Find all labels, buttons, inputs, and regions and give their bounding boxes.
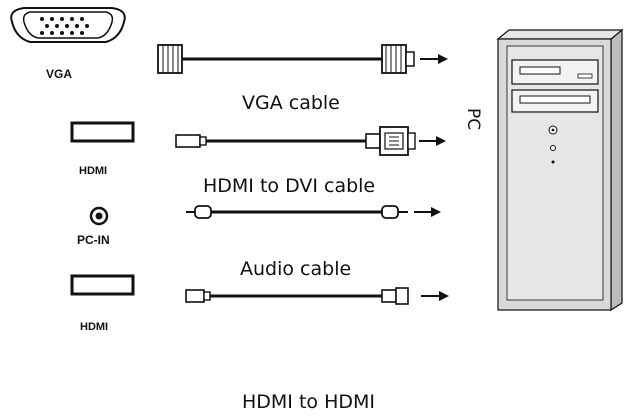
pc-tower-icon [496, 28, 624, 312]
vga-cable [157, 44, 415, 74]
hdmi-hdmi-cable-label: HDMI to HDMI [242, 391, 375, 413]
hdmi-hdmi-cable [185, 287, 409, 305]
hdmi-port-label-2: HDMI [80, 321, 109, 333]
audio-port-icon [89, 206, 109, 226]
arrow-icon-hdmi-dvi [419, 136, 446, 146]
pc-in-port-label: PC-IN [77, 233, 110, 247]
hdmi-port-icon-1 [70, 121, 135, 143]
vga-port-label: VGA [46, 67, 73, 81]
arrow-icon-audio [414, 207, 441, 217]
hdmi-dvi-cable [175, 126, 416, 156]
arrow-icon-vga [420, 54, 448, 64]
vga-cable-label: VGA cable [242, 92, 340, 114]
hdmi-port-icon-2 [70, 274, 135, 296]
audio-cable-label: Audio cable [240, 258, 352, 280]
audio-cable [186, 205, 408, 219]
arrow-icon-hdmi-hdmi [421, 291, 449, 301]
hdmi-port-label-1: HDMI [79, 165, 108, 177]
vga-port-icon [10, 7, 126, 43]
pc-label: PC [463, 108, 483, 131]
hdmi-dvi-cable-label: HDMI to DVI cable [203, 175, 376, 197]
